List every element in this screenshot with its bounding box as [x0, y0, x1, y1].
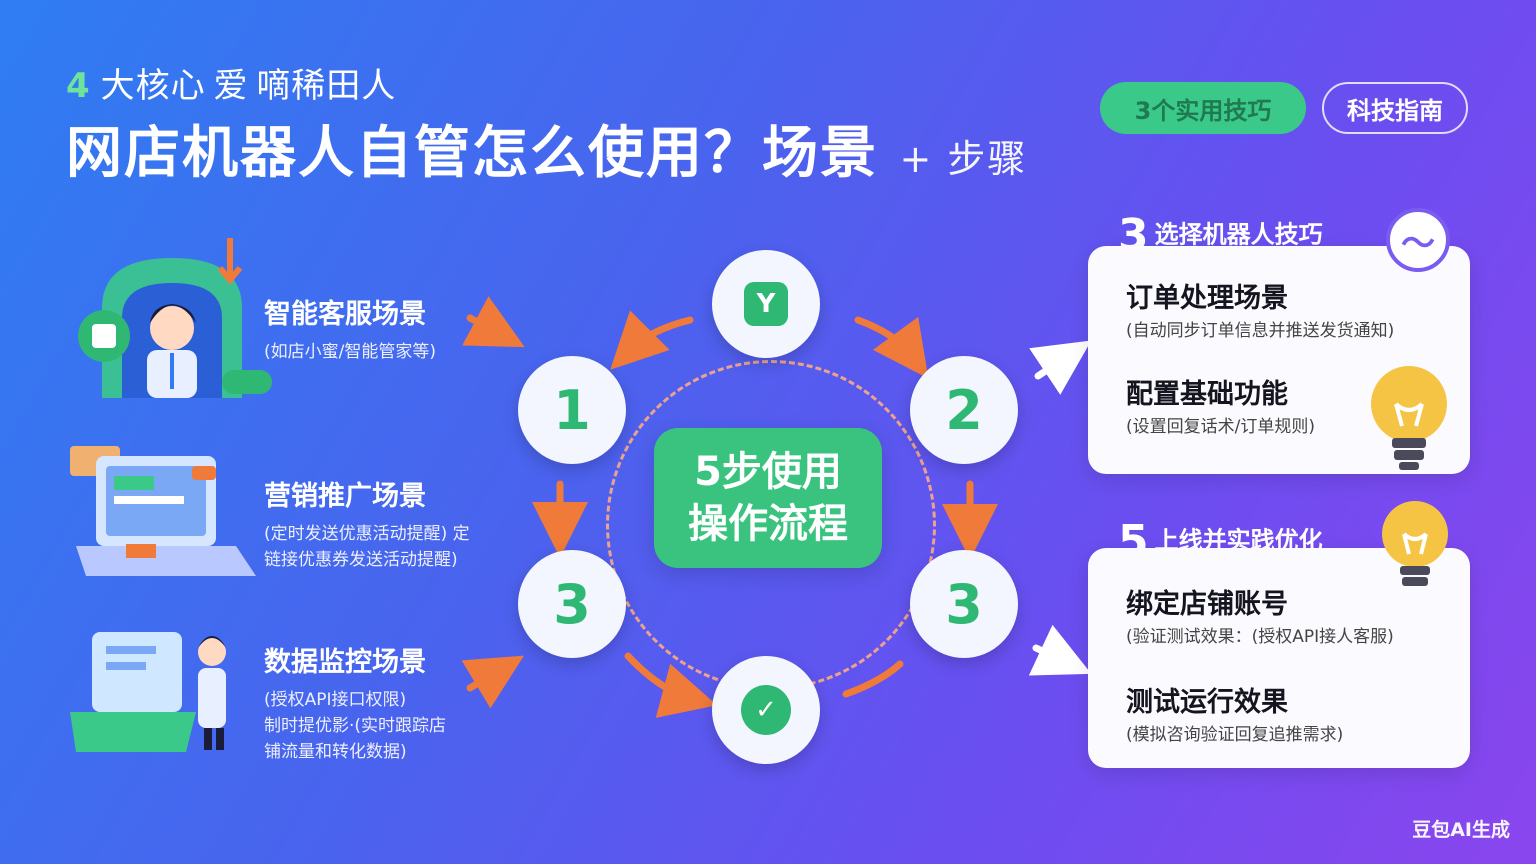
- arrow-bottom-left: [624, 652, 718, 718]
- scene-desc: 制时提优影·(实时跟踪店: [264, 716, 447, 736]
- customer-service-illustration: [78, 238, 272, 398]
- center-line1: 5步使用: [694, 449, 842, 495]
- card-top-head-text: 选择机器人技巧: [1154, 220, 1323, 249]
- tips-badge: 3个实用技巧: [1100, 82, 1306, 134]
- center-process-box: 5步使用 操作流程: [654, 428, 882, 568]
- card-item-title: 订单处理场景: [1126, 283, 1288, 314]
- page-title: 网店机器人自管怎么使用？场景 + 步骤: [66, 108, 1027, 189]
- wave-icon: 〜: [1386, 208, 1450, 272]
- scene-customer-service: 智能客服场景 (如店小蜜/智能管家等): [264, 292, 436, 365]
- arrow-scene3: [461, 655, 525, 709]
- ai-generated-watermark: 豆包AI生成: [1412, 819, 1510, 841]
- scene-desc: 铺流量和转化数据): [264, 742, 407, 762]
- title-main: 网店机器人自管怎么使用？场景: [66, 121, 878, 186]
- cycle-top-node: Y: [712, 250, 820, 358]
- step-node-3-right: 3: [910, 550, 1018, 658]
- subtitle-text: 大核心 爱 嘀稀田人: [100, 66, 397, 106]
- scene-marketing: 营销推广场景 (定时发送优惠活动提醒) 定 链接优惠券发送活动提醒): [264, 474, 470, 573]
- scene-title: 数据监控场景: [264, 647, 426, 678]
- card-item-desc: (验证测试效果：(授权API接人客服): [1126, 627, 1394, 647]
- cycle-bottom-node: ✓: [712, 656, 820, 764]
- scene-desc: (如店小蜜/智能管家等): [264, 342, 436, 362]
- arrow-top-left: [610, 310, 694, 370]
- data-monitor-illustration: [70, 632, 226, 752]
- card-item-title: 测试运行效果: [1126, 687, 1288, 718]
- card-item-desc: (自动同步订单信息并推送发货通知): [1126, 321, 1395, 341]
- scene-desc: (授权API接口权限): [264, 690, 407, 710]
- step-node-1: 1: [518, 356, 626, 464]
- step-node-3-left: 3: [518, 550, 626, 658]
- scene-desc: (定时发送优惠活动提醒) 定: [264, 524, 470, 544]
- lightbulb-icon: [1371, 366, 1447, 470]
- subtitle-number: 4: [66, 66, 91, 106]
- title-tail: + 步骤: [899, 137, 1028, 181]
- card-item-title: 绑定店铺账号: [1126, 589, 1288, 620]
- app-icon: Y: [744, 282, 788, 326]
- card-item-desc: (模拟咨询验证回复追推需求): [1126, 725, 1344, 745]
- scene-title: 智能客服场景: [264, 299, 426, 330]
- marketing-illustration: [70, 446, 256, 576]
- lightbulb-icon: [1382, 501, 1448, 586]
- arrow-bottom-right: [842, 660, 904, 698]
- center-line2: 操作流程: [688, 501, 848, 547]
- scene-data-monitor: 数据监控场景 (授权API接口权限) 制时提优影·(实时跟踪店 铺流量和转化数据…: [264, 640, 446, 765]
- arrow-to-card-top: [1029, 340, 1092, 395]
- guide-badge: 科技指南: [1322, 82, 1468, 134]
- card-item-desc: (设置回复话术/订单规则): [1126, 417, 1315, 437]
- arrow-to-card-bottom: [1028, 624, 1092, 676]
- card-item-title: 配置基础功能: [1126, 379, 1288, 410]
- scene-title: 营销推广场景: [264, 481, 426, 512]
- scene-desc: 链接优惠券发送活动提醒): [264, 550, 458, 570]
- arrow-scene1: [462, 296, 525, 348]
- step-node-2: 2: [910, 356, 1018, 464]
- arrow-top-right: [854, 316, 929, 379]
- check-icon: ✓: [741, 685, 791, 735]
